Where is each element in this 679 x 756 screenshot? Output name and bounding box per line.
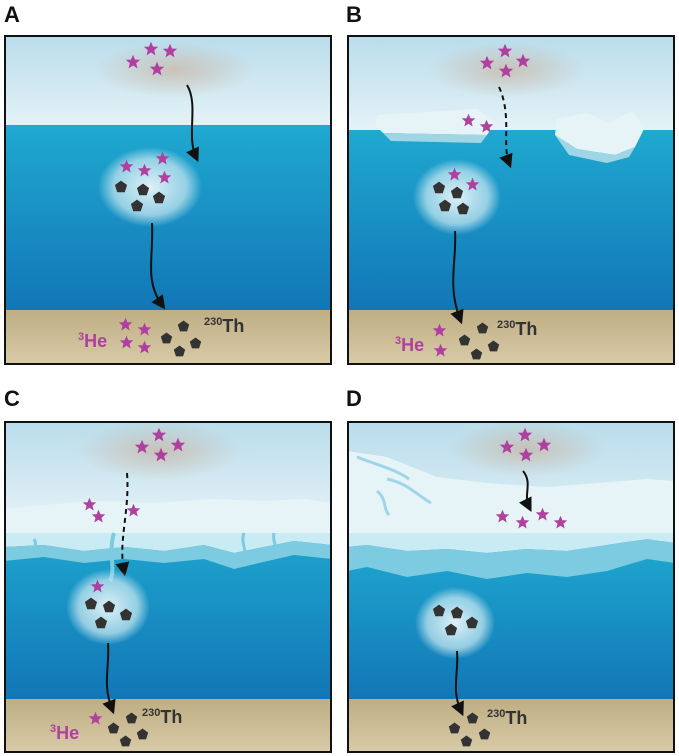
th230-label: 230Th [204, 316, 244, 336]
panel-c: 3He 230Th [4, 421, 332, 753]
panel-b-label: B [346, 2, 362, 27]
particle-aggregate [415, 587, 495, 659]
arrow-icon [498, 86, 513, 169]
arrow-icon [102, 642, 116, 715]
arrow-icon [186, 84, 199, 163]
he3-label: 3He [50, 723, 79, 743]
arrow-icon [115, 472, 130, 577]
arrow-icon [450, 230, 464, 325]
panel-b: 3He 230Th [347, 35, 675, 365]
dust-cloud [94, 42, 254, 98]
ice-shelf [347, 451, 675, 579]
sea-ice-floe [375, 109, 495, 143]
panel-a-label: A [4, 2, 20, 27]
th230-label: 230Th [142, 707, 182, 727]
dust-cloud [77, 421, 241, 481]
panel-a: 3He 230Th [4, 35, 332, 365]
he3-label: 3He [78, 331, 107, 351]
arrow-icon [518, 470, 532, 513]
he3-label: 3He [395, 335, 424, 355]
panel-c-label: C [4, 386, 20, 411]
panel-d-label: D [346, 386, 362, 411]
th230-label: 230Th [487, 708, 527, 728]
dust-cloud [449, 421, 605, 477]
sea-ice-floe [555, 111, 645, 163]
particle-aggregate [98, 147, 202, 227]
ice-shelf [4, 499, 332, 583]
panel-d: 230Th [347, 421, 675, 753]
arrow-icon [451, 650, 464, 717]
th230-label: 230Th [497, 319, 537, 339]
arrow-icon [150, 222, 166, 310]
